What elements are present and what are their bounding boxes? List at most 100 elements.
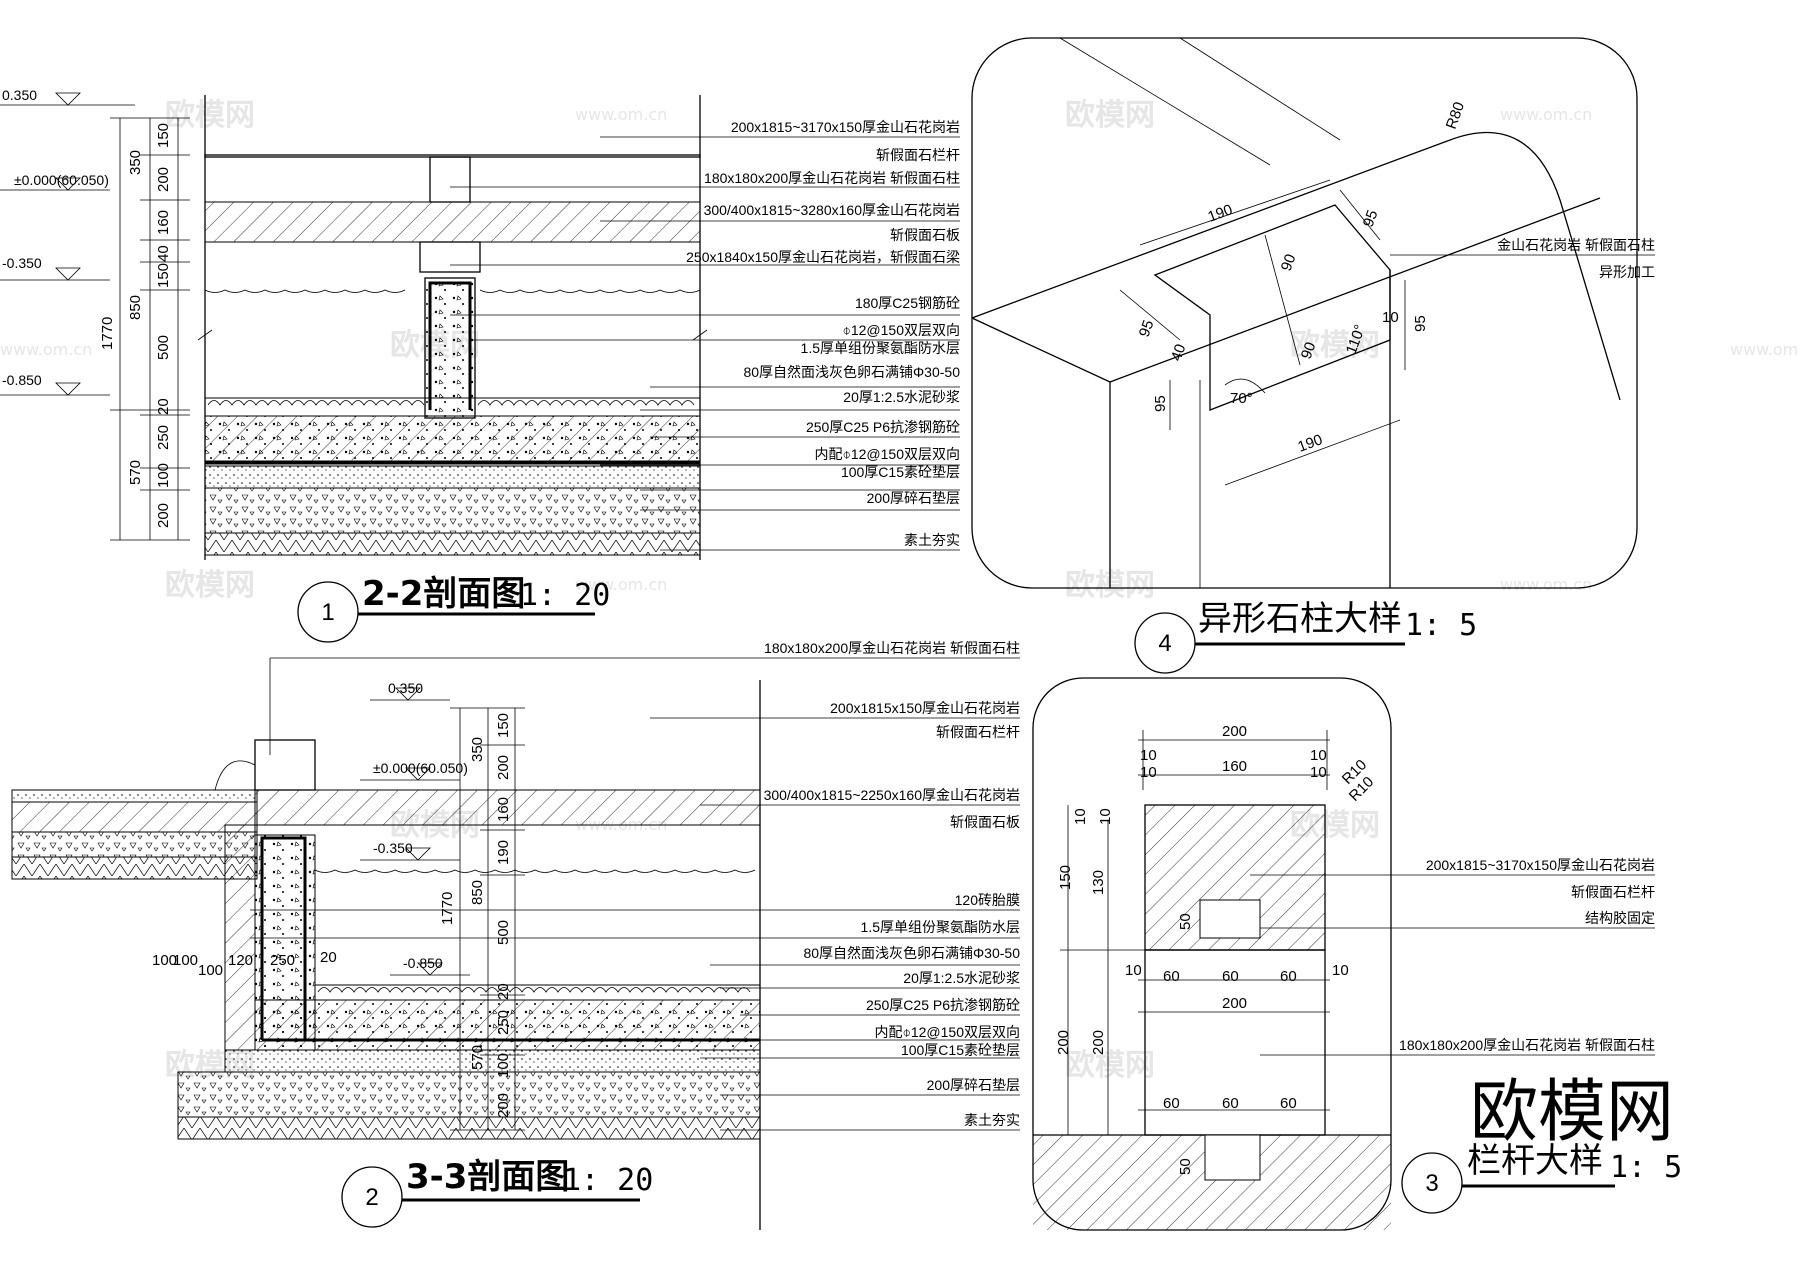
svg-text:栏杆大样: 栏杆大样: [1467, 1141, 1603, 1181]
svg-text:850: 850: [469, 880, 486, 905]
watermark-url: www.om.cn: [1500, 575, 1592, 594]
svg-text:-0.350: -0.350: [2, 255, 42, 271]
svg-text:20厚1:2.5水泥砂浆: 20厚1:2.5水泥砂浆: [903, 970, 1020, 986]
svg-text:10: 10: [1072, 808, 1089, 825]
svg-text:100: 100: [155, 463, 172, 488]
svg-text:350: 350: [127, 150, 144, 175]
svg-text:10: 10: [1310, 764, 1327, 781]
watermark-url: www.om.cn: [0, 340, 92, 359]
leaders: [250, 717, 1020, 1131]
pebble-layer: [207, 400, 695, 406]
svg-text:200: 200: [1090, 1030, 1107, 1055]
svg-text:850: 850: [127, 295, 144, 320]
svg-text:100厚C15素砼垫层: 100厚C15素砼垫层: [841, 464, 960, 480]
svg-text:1: 20: 1: 20: [520, 578, 610, 613]
svg-text:250x1840x150厚金山石花岗岩，斩假面石梁: 250x1840x150厚金山石花岗岩，斩假面石梁: [686, 249, 960, 265]
svg-text:300/400x1815~3280x160厚金山石花岗岩: 300/400x1815~3280x160厚金山石花岗岩: [704, 202, 960, 218]
svg-text:2-2剖面图: 2-2剖面图: [362, 574, 525, 614]
svg-text:10: 10: [1332, 962, 1349, 979]
svg-text:斩假面石板: 斩假面石板: [950, 814, 1020, 830]
svg-text:异形石柱大样: 异形石柱大样: [1198, 599, 1402, 639]
svg-text:95: 95: [1360, 208, 1382, 229]
svg-text:10: 10: [1310, 747, 1327, 764]
svg-text:190: 190: [495, 840, 512, 865]
svg-text:100厚C15素砼垫层: 100厚C15素砼垫层: [901, 1042, 1020, 1058]
svg-text:150: 150: [155, 263, 172, 288]
section-3-3: 0.350 ±0.000(60.050) -0.350 -0.850 150 3…: [11, 640, 1020, 1230]
detail-3-railing: 200 10 160 10 10 10 R10 R10 10 10 150 13…: [1032, 677, 1682, 1231]
svg-text:70°: 70°: [1230, 390, 1253, 407]
svg-text:结构胶固定: 结构胶固定: [1585, 910, 1655, 926]
svg-text:50: 50: [1177, 913, 1194, 930]
svg-text:10: 10: [1140, 764, 1157, 781]
svg-text:180x180x200厚金山石花岗岩 斩假面石柱: 180x180x200厚金山石花岗岩 斩假面石柱: [704, 170, 960, 186]
svg-text:1: 1: [321, 599, 334, 626]
svg-text:100: 100: [173, 952, 198, 969]
svg-text:60: 60: [1163, 1095, 1180, 1112]
svg-text:3-3剖面图: 3-3剖面图: [406, 1157, 569, 1197]
watermark-url: www.om.cn: [575, 105, 667, 124]
svg-text:250: 250: [155, 425, 172, 450]
svg-text:斩假面石栏杆: 斩假面石栏杆: [936, 724, 1020, 740]
svg-text:0.350: 0.350: [2, 87, 37, 103]
svg-text:20厚1:2.5水泥砂浆: 20厚1:2.5水泥砂浆: [843, 389, 960, 405]
svg-text:150: 150: [1057, 865, 1074, 890]
svg-text:素土夯实: 素土夯实: [904, 532, 960, 548]
svg-text:3: 3: [1425, 1170, 1438, 1197]
svg-text:1.5厚单组份聚氨酯防水层: 1.5厚单组份聚氨酯防水层: [801, 340, 960, 356]
svg-text:-0.850: -0.850: [2, 372, 42, 388]
svg-text:120砖胎膜: 120砖胎膜: [955, 892, 1020, 908]
svg-text:斩假面石板: 斩假面石板: [890, 227, 960, 243]
leaders: [450, 136, 960, 551]
svg-text:90: 90: [1278, 252, 1300, 273]
watermark-text: 欧模网: [165, 568, 255, 603]
svg-text:200: 200: [1222, 995, 1247, 1012]
svg-text:±0.000(60.050): ±0.000(60.050): [14, 172, 109, 188]
svg-text:1: 5: 1: 5: [1610, 1150, 1682, 1185]
svg-text:-0.850: -0.850: [403, 955, 443, 971]
svg-text:1: 20: 1: 20: [563, 1163, 653, 1198]
svg-text:200: 200: [495, 755, 512, 780]
svg-text:40: 40: [155, 245, 172, 262]
dim-chains: 150 350 200 160 40 150 850 500 1770 20 2…: [99, 117, 190, 541]
svg-text:130: 130: [1090, 870, 1107, 895]
svg-text:1770: 1770: [439, 892, 456, 925]
detail-title-4: 4 异形石柱大样 1: 5: [1134, 599, 1477, 674]
svg-text:60: 60: [1222, 968, 1239, 985]
svg-text:200x1815~3170x150厚金山石花岗岩: 200x1815~3170x150厚金山石花岗岩: [1426, 857, 1655, 873]
svg-text:60: 60: [1280, 1095, 1297, 1112]
svg-text:金山石花岗岩 斩假面石柱: 金山石花岗岩 斩假面石柱: [1497, 237, 1655, 253]
svg-text:200: 200: [1055, 1030, 1072, 1055]
svg-text:异形加工: 异形加工: [1599, 264, 1655, 280]
svg-text:素土夯实: 素土夯实: [964, 1112, 1020, 1128]
svg-text:60: 60: [1163, 968, 1180, 985]
svg-text:10: 10: [1125, 962, 1142, 979]
svg-text:80厚自然面浅灰色卵石满铺Φ30-50: 80厚自然面浅灰色卵石满铺Φ30-50: [803, 945, 1020, 961]
svg-text:内配⌽12@150双层双向: 内配⌽12@150双层双向: [874, 1024, 1020, 1040]
svg-text:180x180x200厚金山石花岗岩 斩假面石柱: 180x180x200厚金山石花岗岩 斩假面石柱: [764, 640, 1020, 656]
section-2-2: 0.350 ±0.000(60.050) -0.350 -0.850: [0, 87, 960, 643]
svg-text:150: 150: [155, 123, 172, 148]
svg-text:95: 95: [1152, 395, 1169, 412]
svg-text:20: 20: [155, 398, 172, 415]
watermark-url: www.om.cn: [1730, 340, 1800, 359]
svg-text:内配⌽12@150双层双向: 内配⌽12@150双层双向: [814, 446, 960, 462]
svg-text:60: 60: [1280, 968, 1297, 985]
svg-text:350: 350: [469, 737, 486, 762]
svg-text:10: 10: [1097, 808, 1114, 825]
svg-text:1: 5: 1: 5: [1405, 608, 1477, 643]
svg-text:190: 190: [1296, 431, 1325, 456]
svg-text:10: 10: [1140, 747, 1157, 764]
svg-text:50: 50: [1177, 1158, 1194, 1175]
svg-text:180x180x200厚金山石花岗岩 斩假面石柱: 180x180x200厚金山石花岗岩 斩假面石柱: [1399, 1037, 1655, 1053]
svg-text:250厚C25 P6抗渗钢筋砼: 250厚C25 P6抗渗钢筋砼: [866, 997, 1020, 1013]
svg-text:200厚碎石垫层: 200厚碎石垫层: [867, 490, 960, 506]
svg-text:95: 95: [1412, 315, 1429, 332]
svg-text:4: 4: [1158, 630, 1171, 657]
svg-text:斩假面石栏杆: 斩假面石栏杆: [876, 147, 960, 163]
svg-text:10: 10: [1382, 309, 1399, 326]
svg-text:±0.000(60.050): ±0.000(60.050): [373, 760, 468, 776]
svg-text:180厚C25钢筋砼: 180厚C25钢筋砼: [855, 295, 960, 311]
svg-text:60: 60: [1222, 1095, 1239, 1112]
svg-text:90: 90: [1298, 340, 1320, 361]
